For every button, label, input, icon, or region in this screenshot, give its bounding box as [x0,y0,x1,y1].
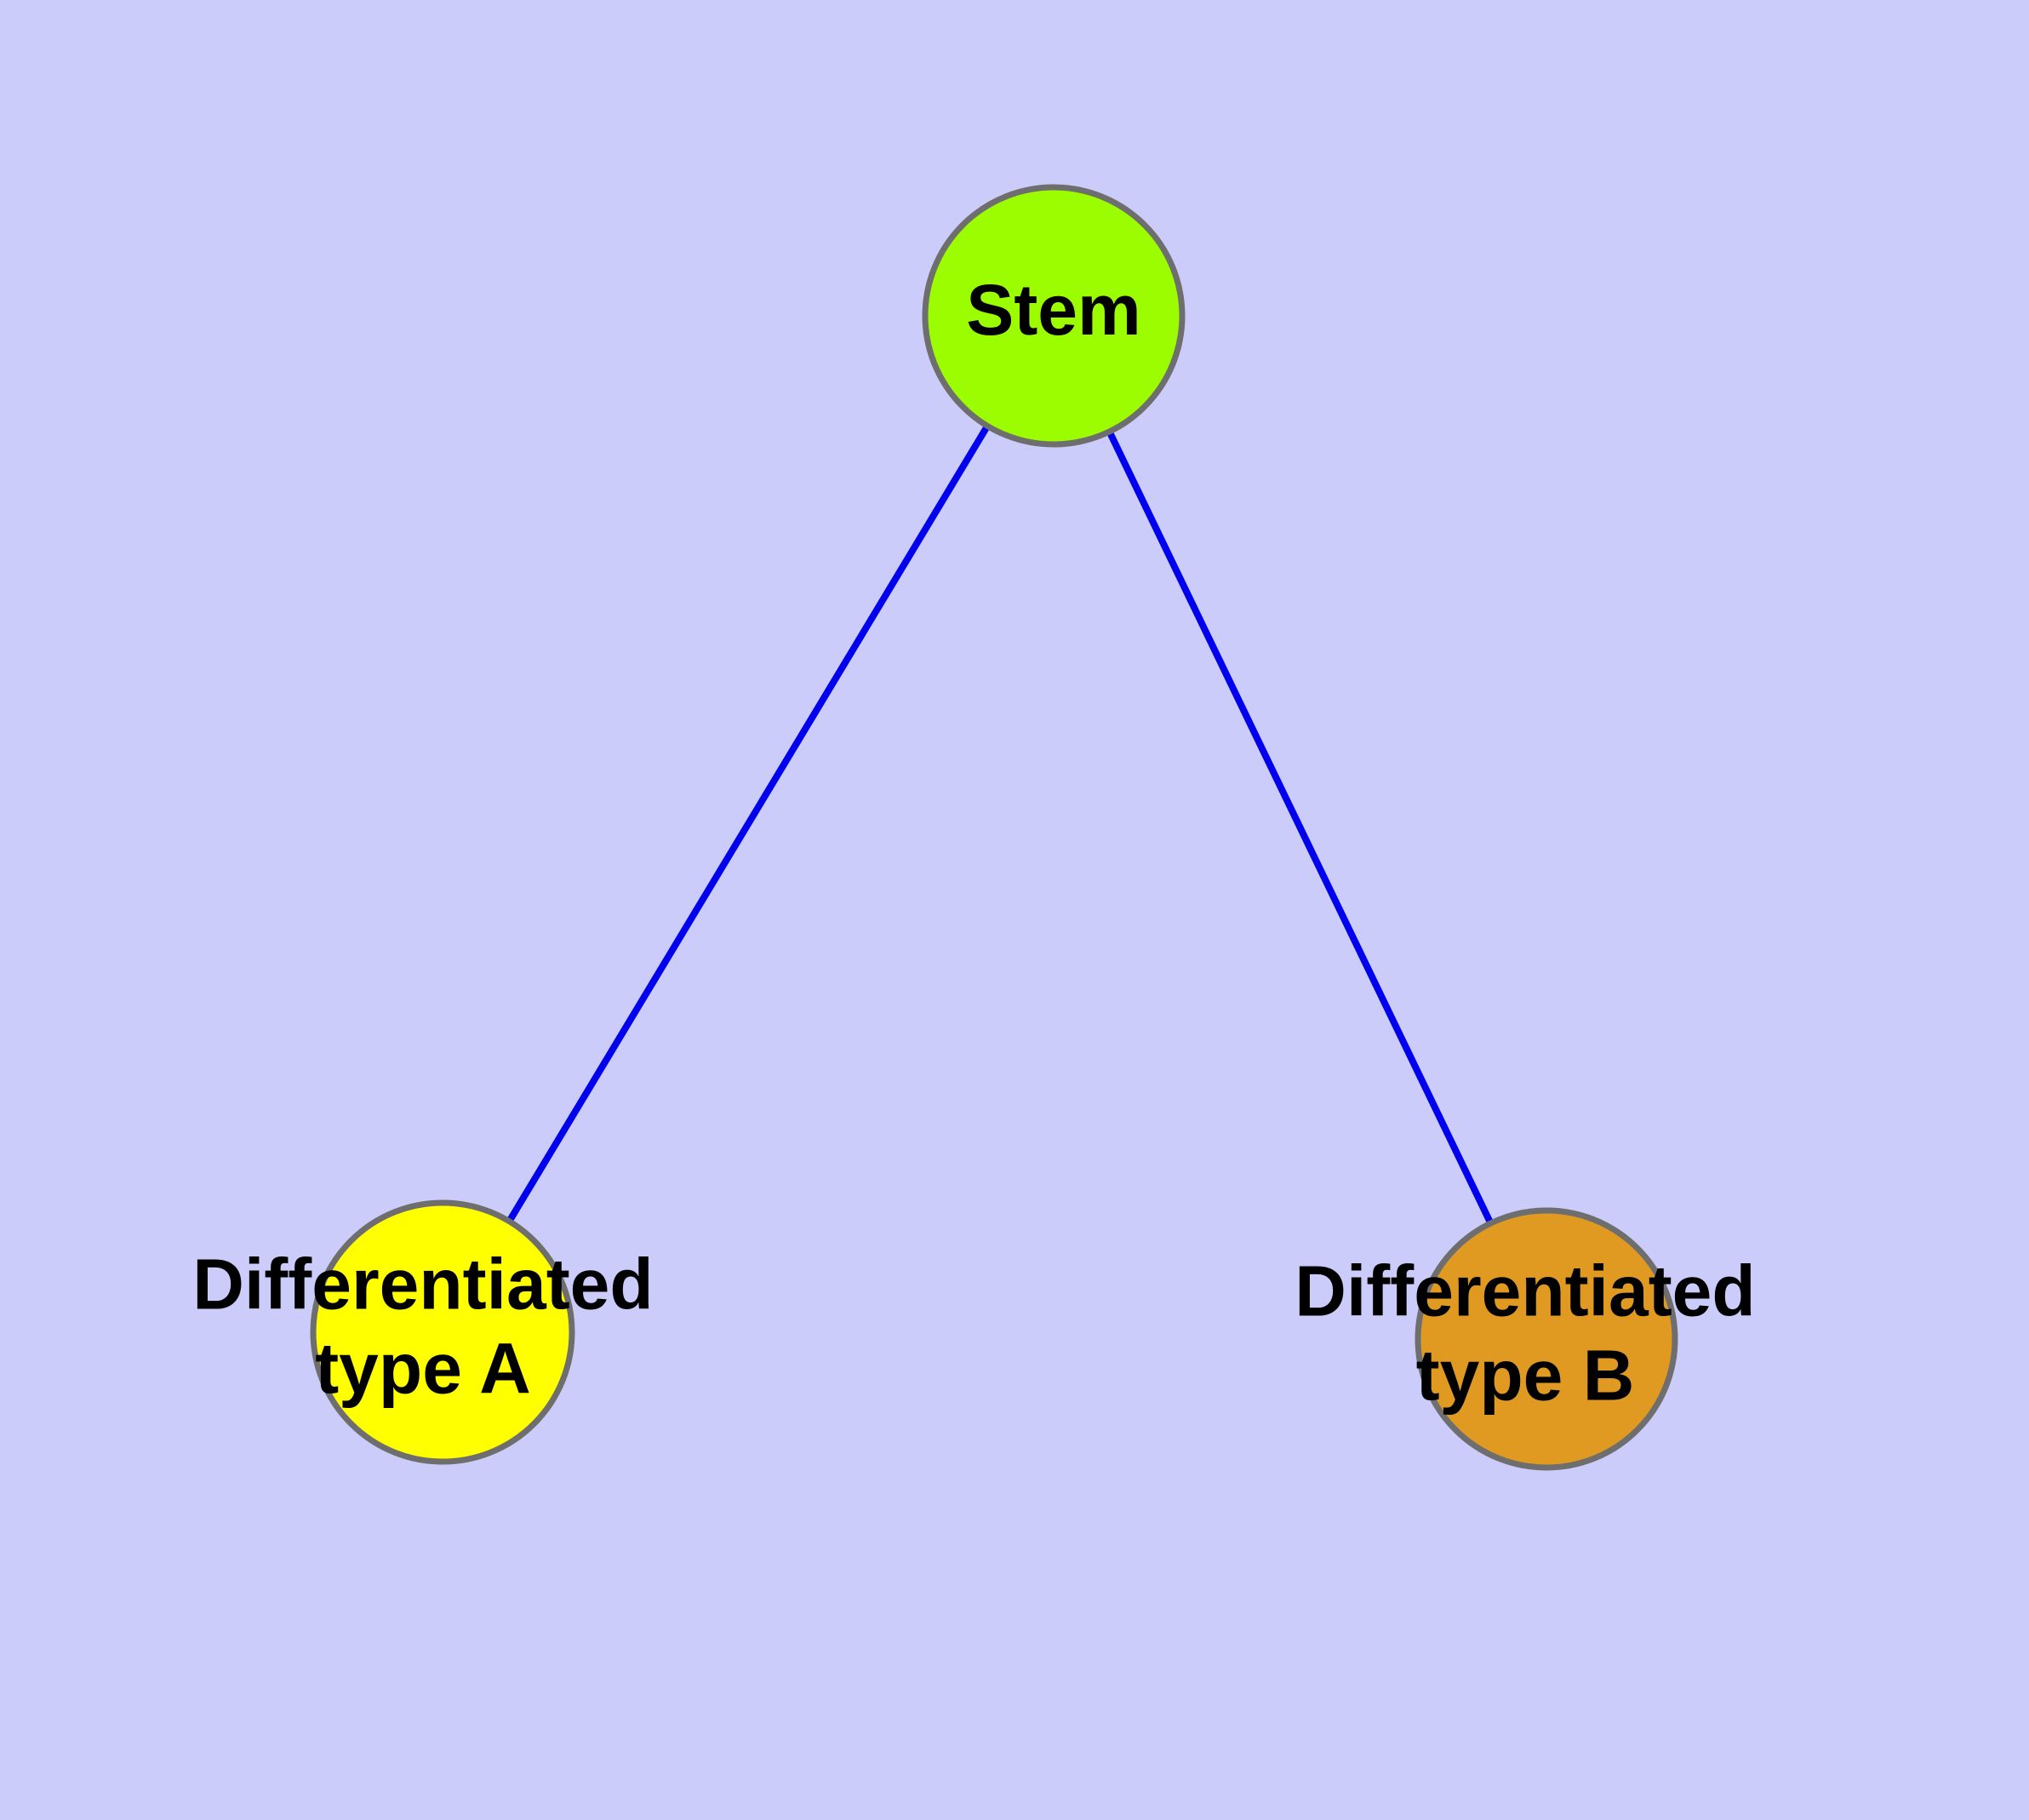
node-label-line: Differentiated [192,1245,653,1325]
graph-node-stem[interactable] [922,184,1186,448]
graph-node-diff-b[interactable] [1415,1207,1678,1471]
edge-layer [439,313,1550,1341]
node-label-line: Differentiated [1295,1251,1755,1331]
graph-edge [1050,314,1550,1341]
node-label-line: type A [315,1329,531,1409]
node-layer [310,184,1678,1471]
graph-node-diff-a[interactable] [310,1199,575,1465]
node-label-line: type B [1416,1336,1635,1416]
node-label-line: Stem [966,270,1140,350]
graph-edge [439,313,1057,1335]
node-label-stem: Stem [966,270,1140,350]
